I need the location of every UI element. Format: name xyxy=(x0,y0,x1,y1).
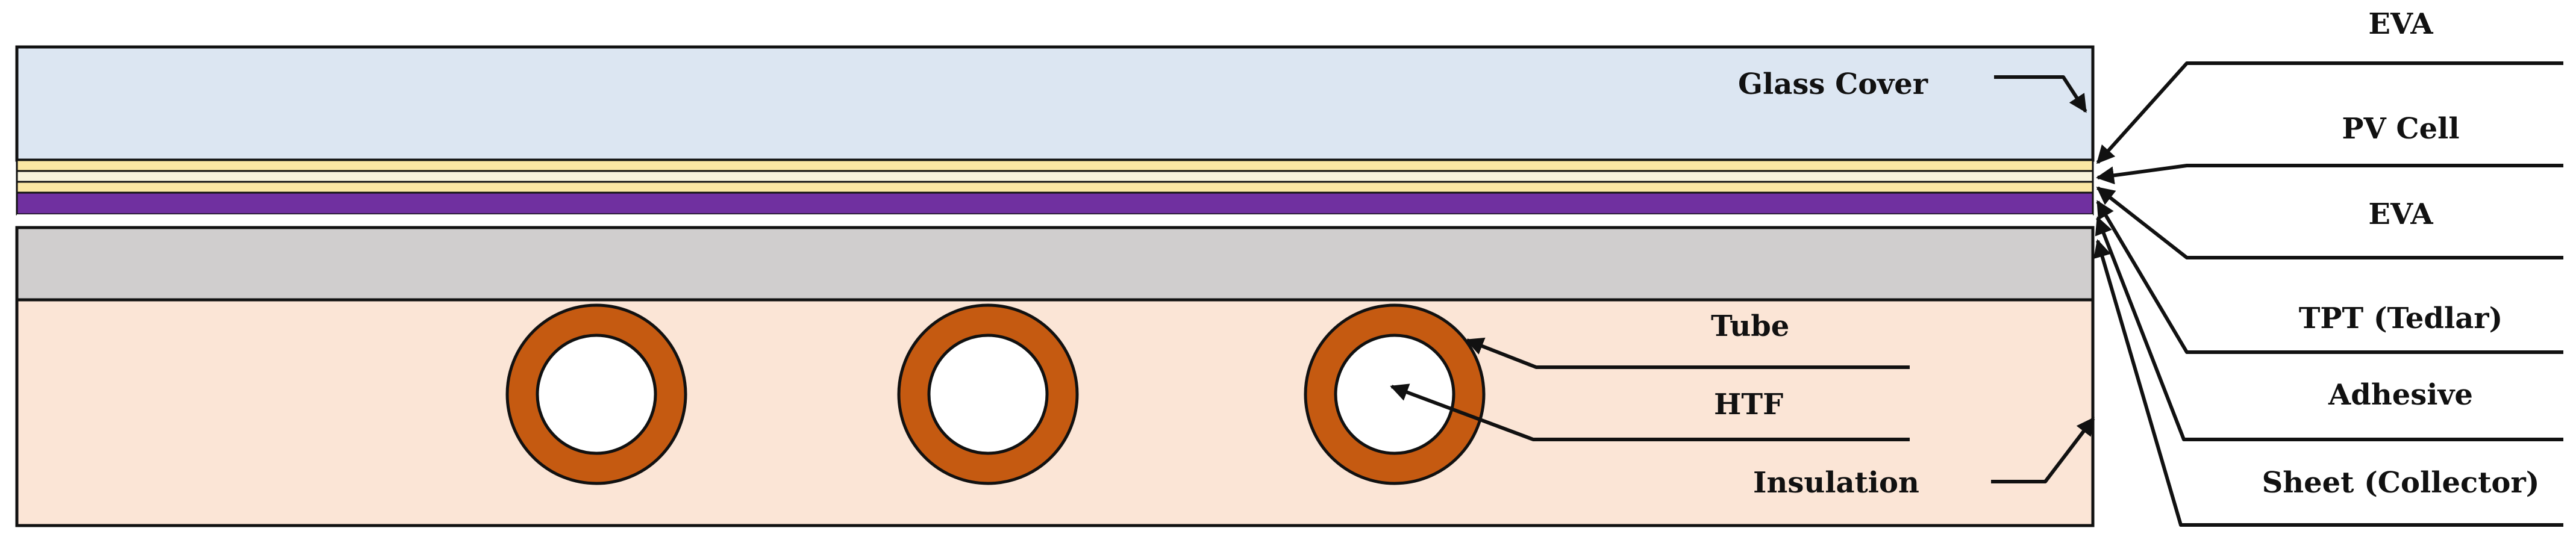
eva-top-label: EVA xyxy=(2368,7,2433,41)
tube-3 xyxy=(1304,303,1486,485)
adhesive-leader xyxy=(2095,216,2563,441)
adhesive-layer xyxy=(17,214,2093,228)
tedlar-layer xyxy=(16,191,2094,216)
eva-top-leader xyxy=(2096,61,2563,164)
htf-core-2 xyxy=(927,334,1049,455)
htf-label: HTF xyxy=(1714,388,1783,421)
htf-core-3 xyxy=(1334,334,1455,455)
insulation-label: Insulation xyxy=(1753,466,1919,500)
insulation-leader xyxy=(1991,417,2095,483)
tube-label: Tube xyxy=(1711,309,1789,343)
adhesive-label: Adhesive xyxy=(2328,378,2473,412)
collector-sheet-layer xyxy=(15,226,2095,302)
glass-cover-layer xyxy=(15,45,2095,162)
pv-cell-leader xyxy=(2096,164,2563,185)
pv-cell-layer xyxy=(16,170,2094,183)
eva-top-layer xyxy=(16,159,2094,172)
tube-leader xyxy=(1465,337,1910,369)
tpt-label: TPT (Tedlar) xyxy=(2299,302,2503,335)
pv-cell-label: PV Cell xyxy=(2342,112,2459,146)
tpt-leader xyxy=(2096,200,2563,354)
sheet-leader xyxy=(2093,239,2563,527)
eva-bottom-label: EVA xyxy=(2368,197,2433,231)
sheet-label: Sheet (Collector) xyxy=(2262,466,2540,500)
glass-cover-leader xyxy=(1994,75,2087,113)
tube-2 xyxy=(897,303,1079,485)
htf-core-1 xyxy=(536,334,657,455)
eva-bottom-leader xyxy=(2096,186,2563,259)
eva-bottom-layer xyxy=(16,181,2094,194)
glass-cover-label: Glass Cover xyxy=(1738,67,1928,101)
tube-1 xyxy=(505,303,687,485)
htf-leader xyxy=(1390,383,1910,441)
